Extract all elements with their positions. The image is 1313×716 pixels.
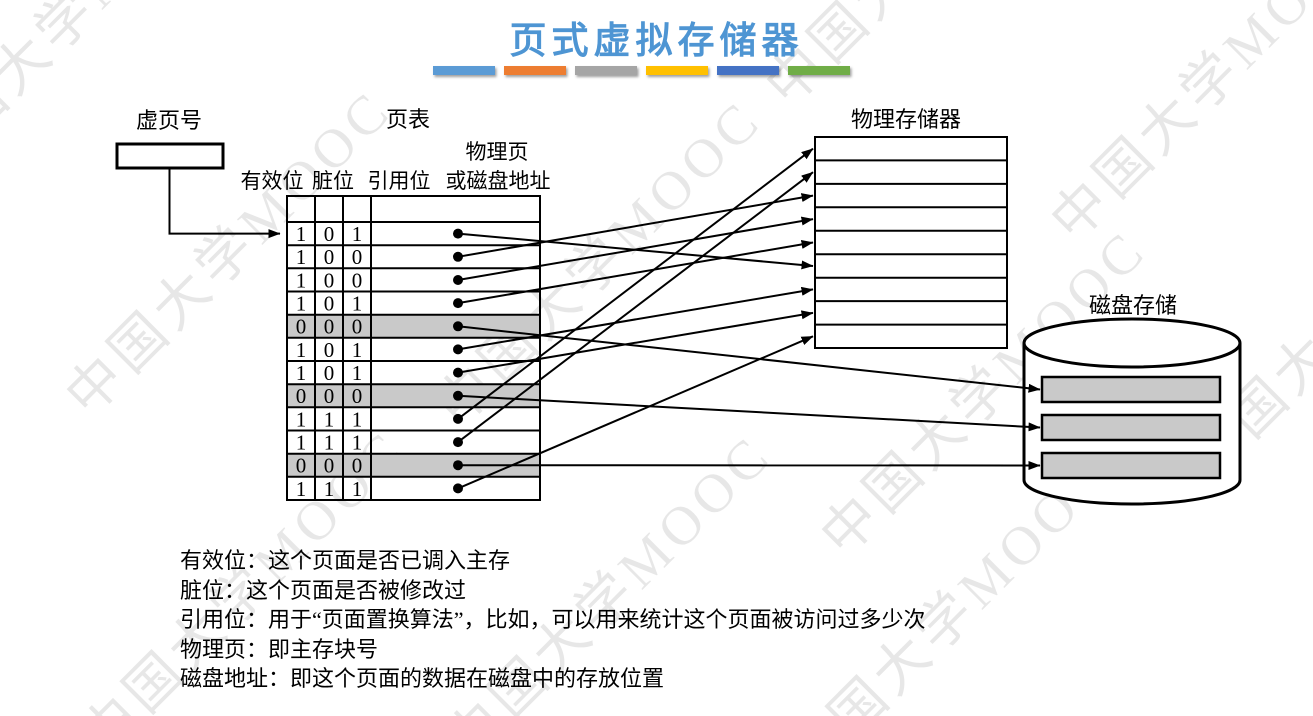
bit-cell: 1 (352, 361, 363, 385)
bit-cell: 0 (324, 361, 335, 385)
bit-cell: 0 (296, 315, 307, 339)
bit-cell: 1 (352, 292, 363, 316)
disk-block (1040, 413, 1222, 442)
accent-bars (433, 66, 850, 75)
physical-memory-box (814, 136, 1008, 349)
bit-cell: 0 (296, 384, 307, 408)
disk-label: 磁盘存储 (1089, 293, 1177, 318)
pointer-dots (453, 228, 463, 494)
page-title: 页式虚拟存储器 (509, 21, 804, 62)
header-valid-bit: 有效位 (241, 169, 304, 193)
bit-cell: 1 (324, 407, 335, 431)
header-dirty-bit: 脏位 (312, 169, 354, 193)
page-table-grid (286, 195, 541, 501)
note-disk-address: 磁盘地址：即这个页面的数据在磁盘中的存放位置 (180, 666, 665, 691)
bit-cell: 1 (296, 361, 307, 385)
legend-notes: 有效位：这个页面是否已调入主存 脏位：这个页面是否被修改过 引用位：用于“页面置… (180, 546, 926, 694)
bit-cell: 1 (352, 222, 363, 246)
bit-cell: 0 (352, 384, 363, 408)
disk-cylinder (1022, 317, 1242, 506)
virtual-page-label: 虚页号 (136, 108, 202, 133)
virtual-page-arrow (168, 168, 281, 239)
bit-cell: 1 (324, 477, 335, 501)
bit-cell: 0 (296, 454, 307, 478)
bit-cell: 1 (352, 477, 363, 501)
disk-block (1040, 375, 1222, 404)
bit-cell: 0 (324, 292, 335, 316)
bit-cell: 0 (324, 454, 335, 478)
bit-cell: 1 (296, 431, 307, 455)
page-table-shaded-rows (287, 314, 540, 477)
disk-block (1040, 451, 1222, 480)
bit-cell: 1 (324, 431, 335, 455)
accent-bar (646, 66, 708, 75)
bit-cell: 1 (296, 268, 307, 292)
accent-bar (717, 66, 779, 75)
note-valid-bit: 有效位：这个页面是否已调入主存 (180, 548, 511, 573)
mapping-arrows (457, 147, 1041, 490)
bit-cell: 0 (324, 338, 335, 362)
page-table-label: 页表 (386, 107, 430, 132)
header-physical-page-line2: 或磁盘地址 (446, 169, 551, 193)
bit-cell: 1 (296, 407, 307, 431)
accent-bar (788, 66, 850, 75)
accent-bar (575, 66, 637, 75)
bit-cell: 1 (296, 477, 307, 501)
note-dirty-bit: 脏位：这个页面是否被修改过 (180, 577, 467, 603)
bit-cell: 1 (296, 338, 307, 362)
bit-cell: 1 (296, 245, 307, 269)
bit-cell: 0 (324, 268, 335, 292)
note-reference-bit: 引用位：用于“页面置换算法”，比如，可以用来统计这个页面被访问过多少次 (180, 607, 926, 632)
bit-cell: 1 (296, 222, 307, 246)
accent-bar (504, 66, 566, 75)
page-table-bits: 1 0 1 1 0 0 1 0 0 1 0 1 0 0 0 1 0 1 1 0 … (296, 222, 363, 501)
bit-cell: 0 (324, 222, 335, 246)
header-physical-page-line1: 物理页 (466, 140, 529, 164)
bit-cell: 0 (352, 315, 363, 339)
bit-cell: 1 (352, 338, 363, 362)
bit-cell: 0 (324, 384, 335, 408)
accent-bar (433, 66, 495, 75)
bit-cell: 0 (352, 268, 363, 292)
bit-cell: 1 (352, 431, 363, 455)
virtual-page-box (115, 142, 225, 170)
bit-cell: 0 (324, 315, 335, 339)
bit-cell: 0 (352, 245, 363, 269)
header-reference-bit: 引用位 (368, 169, 431, 193)
bit-cell: 1 (296, 292, 307, 316)
bit-cell: 1 (352, 407, 363, 431)
physical-memory-label: 物理存储器 (851, 107, 961, 132)
note-physical-page: 物理页：即主存块号 (180, 636, 379, 662)
bit-cell: 0 (324, 245, 335, 269)
bit-cell: 0 (352, 454, 363, 478)
